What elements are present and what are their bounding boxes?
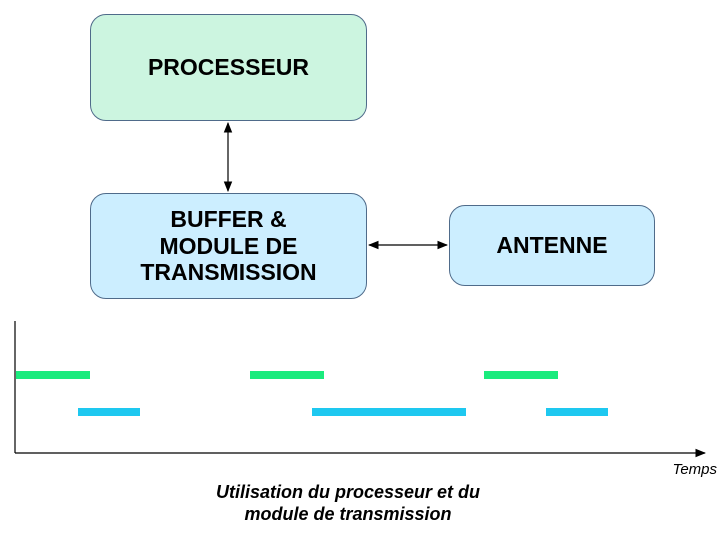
buffer-transmission-label: BUFFER & MODULE DE TRANSMISSION [140,206,317,286]
processor-box: PROCESSEUR [90,14,367,121]
processor-label: PROCESSEUR [147,53,310,80]
processor-usage-segment [250,371,324,379]
antenna-box: ANTENNE [449,205,655,286]
buffer-transmission-box: BUFFER & MODULE DE TRANSMISSION [90,193,367,299]
antenna-label: ANTENNE [496,231,608,258]
transmission-usage-segment [546,408,608,416]
timeline-caption: Utilisation du processeur et du module d… [148,482,548,525]
caption-line-1: Utilisation du processeur et du [215,482,481,502]
caption-line-2: module de transmission [244,503,452,524]
processor-usage-segment [484,371,558,379]
processor-usage-segment [16,371,90,379]
transmission-usage-segment [78,408,140,416]
time-axis-label: Temps [672,461,717,478]
transmission-usage-segment [312,408,466,416]
